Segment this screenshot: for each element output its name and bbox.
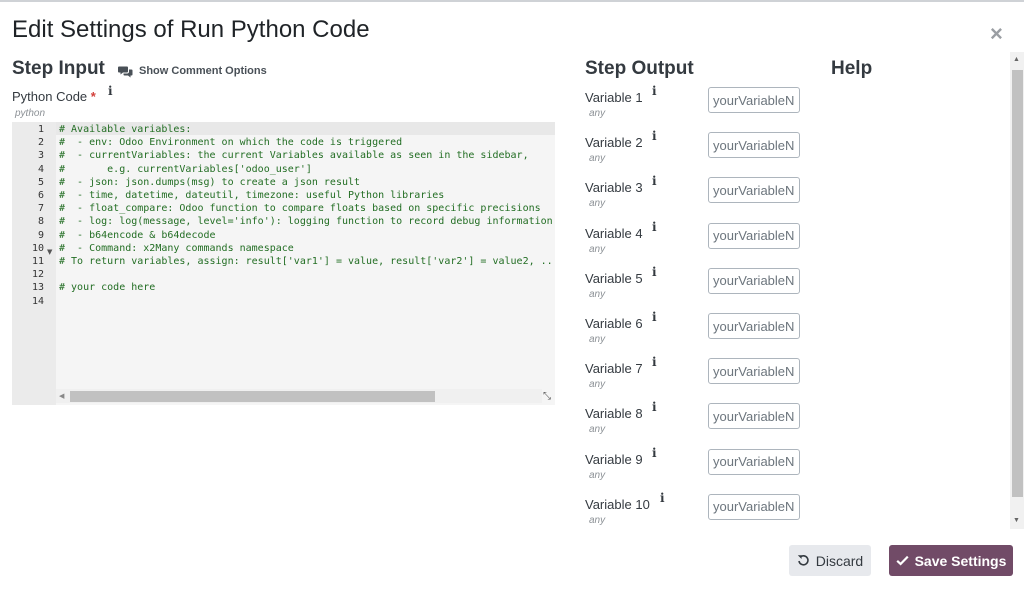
variable-info-icon[interactable]: i xyxy=(652,264,657,279)
line-number: 12 xyxy=(31,269,44,281)
fold-arrow-icon[interactable]: ▼ xyxy=(47,248,53,256)
python-code-type-hint: python xyxy=(15,108,46,119)
code-line: # e.g. currentVariables['odoo_user'] xyxy=(59,163,312,175)
variable-label: Variable 5 xyxy=(585,270,643,286)
variable-type-hint: any xyxy=(589,334,606,345)
variable-label: Variable 9 xyxy=(585,451,643,467)
variable-type-hint: any xyxy=(589,288,606,300)
variable-type-hint: any xyxy=(589,108,606,119)
python-code-label-text: Python Code xyxy=(12,89,88,104)
variable-label: Variable 3 xyxy=(585,180,643,196)
line-number: 14 xyxy=(31,295,44,307)
code-line: # - b64encode & b64decode xyxy=(59,229,216,241)
variable-name-input[interactable] xyxy=(708,403,800,430)
variable-info-icon[interactable]: i xyxy=(652,84,657,98)
variable-name-input[interactable] xyxy=(708,358,800,385)
variable-type-hint: any xyxy=(589,153,606,165)
comments-icon xyxy=(118,66,133,77)
variable-name-input[interactable] xyxy=(708,177,800,204)
variable-name-input[interactable] xyxy=(708,313,800,339)
editor-scroll-thumb[interactable] xyxy=(70,391,435,402)
variable-label: Variable 6 xyxy=(585,316,643,331)
variable-type-hint: any xyxy=(589,514,606,526)
variable-info-icon[interactable]: i xyxy=(660,490,665,505)
code-line: # - currentVariables: the current Variab… xyxy=(59,150,529,162)
variable-info-icon[interactable]: i xyxy=(652,445,657,460)
line-number: 1 xyxy=(37,124,44,135)
step-output-heading: Step Output xyxy=(585,58,694,79)
line-number: 5 xyxy=(37,176,44,188)
line-number: 7 xyxy=(37,203,44,215)
line-number: 10 xyxy=(31,242,44,254)
variable-name-input[interactable] xyxy=(708,132,800,159)
code-line: # - time, datetime, dateutil, timezone: … xyxy=(59,190,445,201)
step-input-heading: Step Input xyxy=(12,58,105,79)
code-line: # - json: json.dumps(msg) to create a js… xyxy=(59,176,361,188)
check-icon xyxy=(896,555,909,566)
line-number: 8 xyxy=(37,216,44,228)
variable-name-input[interactable] xyxy=(708,493,800,520)
dialog-scroll-thumb[interactable] xyxy=(1012,70,1023,497)
python-code-label: Python Code * xyxy=(12,89,96,105)
code-line: # - log: log(message, level='info'): log… xyxy=(59,216,553,228)
code-line: # your code here xyxy=(59,282,156,294)
line-number: 6 xyxy=(37,190,44,201)
resize-handle-icon[interactable]: ⤡ xyxy=(543,391,551,402)
help-heading: Help xyxy=(831,58,873,79)
top-border xyxy=(0,0,1024,2)
discard-button[interactable]: Discard xyxy=(789,545,871,576)
variable-label: Variable 10 xyxy=(585,496,650,512)
variable-label: Variable 1 xyxy=(585,90,643,105)
variable-info-icon[interactable]: i xyxy=(652,219,657,234)
python-code-info-icon[interactable]: i xyxy=(108,84,113,98)
variable-info-icon[interactable]: i xyxy=(652,400,657,415)
variable-info-icon[interactable]: i xyxy=(652,129,657,144)
scroll-left-arrow-icon[interactable]: ◀ xyxy=(59,393,65,400)
scroll-up-arrow-icon[interactable]: ▲ xyxy=(1013,56,1020,63)
variable-label: Variable 8 xyxy=(585,406,643,422)
variable-info-icon[interactable]: i xyxy=(652,174,657,189)
code-line: # - float_compare: Odoo function to comp… xyxy=(59,203,541,215)
variable-name-input[interactable] xyxy=(708,267,800,294)
show-comment-options-label: Show Comment Options xyxy=(139,65,267,77)
close-icon[interactable]: × xyxy=(990,21,1003,46)
dialog-title: Edit Settings of Run Python Code xyxy=(12,16,370,43)
variable-label: Variable 4 xyxy=(585,225,643,241)
code-line: # - Command: x2Many commands namespace xyxy=(59,242,294,254)
line-number: 9 xyxy=(37,229,44,241)
undo-icon xyxy=(797,555,809,566)
variable-type-hint: any xyxy=(589,469,606,481)
variable-name-input[interactable] xyxy=(708,87,800,113)
save-settings-button[interactable]: Save Settings xyxy=(889,545,1013,576)
code-line: # Available variables: xyxy=(59,124,192,135)
discard-label: Discard xyxy=(815,552,864,569)
variable-type-hint: any xyxy=(589,379,606,391)
line-number: 4 xyxy=(37,163,44,175)
code-line: # - env: Odoo Environment on which the c… xyxy=(59,137,403,149)
line-number: 13 xyxy=(31,282,44,294)
save-settings-label: Save Settings xyxy=(914,552,1007,569)
show-comment-options-toggle[interactable]: Show Comment Options xyxy=(118,63,267,79)
variable-name-input[interactable] xyxy=(708,222,800,249)
editor-gutter xyxy=(12,122,56,405)
line-number: 11 xyxy=(31,256,44,267)
required-mark: * xyxy=(90,89,96,104)
variable-info-icon[interactable]: i xyxy=(652,310,657,324)
code-line: # To return variables, assign: result['v… xyxy=(59,256,555,267)
line-number: 2 xyxy=(37,137,44,149)
variable-label: Variable 7 xyxy=(585,361,643,377)
variable-info-icon[interactable]: i xyxy=(652,355,657,370)
variable-name-input[interactable] xyxy=(708,448,800,475)
variable-type-hint: any xyxy=(589,424,606,436)
variable-type-hint: any xyxy=(589,243,606,255)
variable-label: Variable 2 xyxy=(585,135,643,151)
variable-type-hint: any xyxy=(589,198,606,210)
active-line-highlight xyxy=(56,122,555,135)
scroll-down-arrow-icon[interactable]: ▼ xyxy=(1013,517,1020,524)
line-number: 3 xyxy=(37,150,44,162)
